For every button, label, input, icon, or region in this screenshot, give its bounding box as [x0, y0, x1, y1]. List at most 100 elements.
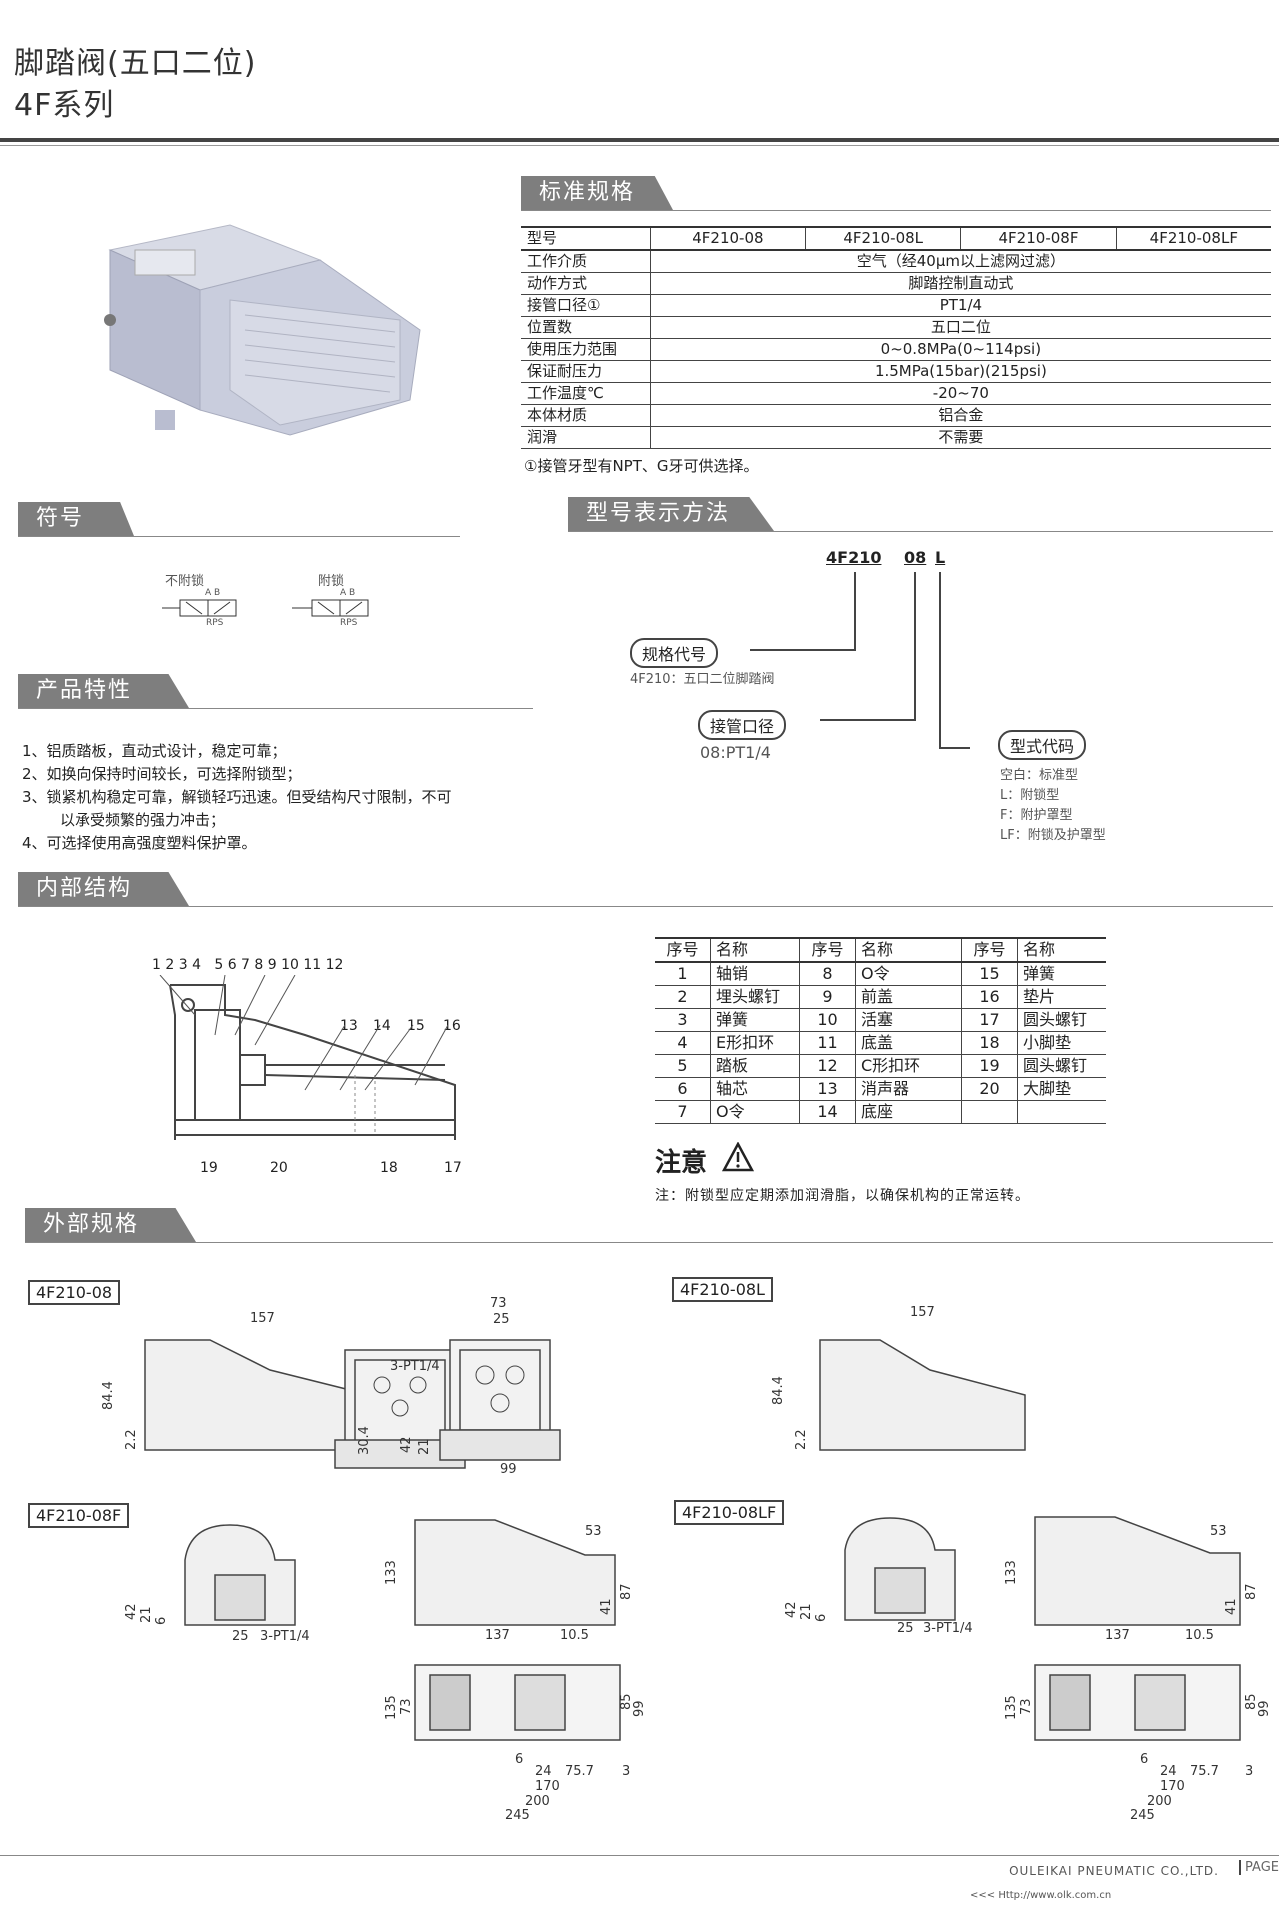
symbol-no-lock-label: 不附锁: [165, 574, 205, 589]
internal-callouts-top: 1 2 3 4 5 6 7 8 9 10 11 12: [152, 957, 344, 973]
spec-code-desc: 4F210：五口二位脚踏阀: [630, 672, 775, 687]
page-subtitle: 4F系列: [14, 88, 115, 123]
cell: 弹簧: [1017, 962, 1106, 986]
spec-row-label: 工作介质: [521, 250, 651, 273]
product-photo: [104, 224, 421, 436]
model-code-lines: [750, 572, 970, 749]
cell: 2: [655, 985, 711, 1009]
type-desc-item: F：附护罩型: [1000, 808, 1073, 823]
dim-08F-6: 6: [154, 1617, 169, 1625]
cell: 消声器: [855, 1077, 962, 1101]
callout-17: 17: [444, 1160, 462, 1176]
feature-item: 3、锁紧机构稳定可靠，解锁轻巧迅速。但受结构尺寸限制，不可: [22, 788, 452, 806]
cell: 圆头螺钉: [1017, 1054, 1106, 1078]
dim-08-84: 84.4: [101, 1381, 116, 1410]
cell: 底盖: [855, 1031, 962, 1055]
callout-16: 16: [443, 1018, 461, 1034]
cell: 轴芯: [710, 1077, 800, 1101]
dim-08LF-6b: 6: [1140, 1752, 1148, 1767]
dim-08LF-10: 10.5: [1185, 1628, 1214, 1643]
type-label: 型式代码: [998, 730, 1087, 760]
cell: 10: [799, 1008, 856, 1032]
dim-08LF-6: 6: [814, 1614, 829, 1622]
type-desc-item: 空白：标准型: [1000, 768, 1079, 783]
cell: 16: [961, 985, 1018, 1009]
dim-08-42: 42: [399, 1436, 414, 1453]
dim-08F-41: 41: [599, 1598, 614, 1615]
internal-structure-drawing: [159, 975, 456, 1140]
footer-page: PAGE: [1239, 1860, 1279, 1875]
drawing-4F210-08L: 157 84.4 2.2: [771, 1305, 1026, 1451]
dim-08-99: 99: [500, 1462, 517, 1475]
cell: 4: [655, 1031, 711, 1055]
parts-head-name: 名称: [1017, 937, 1106, 963]
cell: 17: [961, 1008, 1018, 1032]
cell: 20: [961, 1077, 1018, 1101]
dim-08F-135: 135: [385, 1695, 399, 1720]
parts-head-no: 序号: [655, 937, 711, 963]
drawing-4F210-08LF-views: 133 53 87 41 137 10.5 135 73 85 99 6 24 …: [1005, 1516, 1272, 1823]
dim-08LF-25: 25: [897, 1621, 914, 1636]
dim-08LF-53: 53: [1210, 1524, 1227, 1539]
header-rule: [0, 138, 1279, 142]
section-model-code-header: 型号表示方法: [568, 497, 774, 531]
spec-model-4: 4F210-08LF: [1116, 226, 1271, 251]
header-rule-thin: [0, 145, 1279, 146]
parts-head-no: 序号: [961, 937, 1018, 963]
dim-08F-10: 10.5: [560, 1628, 589, 1643]
dim-08F-133: 133: [385, 1560, 399, 1585]
callout-18: 18: [380, 1160, 398, 1176]
feature-item: 以承受频繁的强力冲击；: [60, 811, 226, 829]
dim-08LF-87: 87: [1244, 1583, 1259, 1600]
cell: 14: [799, 1100, 856, 1124]
valve-symbol-lock-icon: [292, 599, 369, 617]
footer-url[interactable]: <<< Http://www.olk.com.cn: [970, 1890, 1112, 1901]
dim-08F-21: 21: [139, 1606, 154, 1623]
callout-15: 15: [407, 1018, 425, 1034]
dim-08-pt: 3-PT1/4: [390, 1359, 440, 1374]
drawing-4F210-08F-views: 133 53 87 41 137 10.5 135 73 85 99 6 24 …: [385, 1519, 645, 1823]
cell: O令: [710, 1100, 800, 1124]
footer-company: OULEIKAI PNEUMATIC CO.,LTD.: [1009, 1864, 1219, 1878]
drawing-4F210-08-side: 73 25 3-PT1/4 42 21 99: [390, 1296, 561, 1475]
model-tag-08LF: 4F210-08LF: [674, 1500, 785, 1525]
dim-08F-6b: 6: [515, 1752, 523, 1767]
feature-item: 1、铝质踏板，直动式设计，稳定可靠；: [22, 742, 287, 760]
cell: 小脚垫: [1017, 1031, 1106, 1055]
dim-08F-99: 99: [632, 1700, 645, 1717]
model-tag-08: 4F210-08: [28, 1280, 121, 1305]
spec-header-label: 型号: [521, 226, 651, 251]
cell: 8: [799, 962, 856, 986]
dim-08LF-170: 170: [1160, 1779, 1185, 1794]
cell: O令: [855, 962, 962, 986]
feature-item: 2、如换向保持时间较长，可选择附锁型；: [22, 765, 302, 783]
cell: 轴销: [710, 962, 800, 986]
model-part-series: 4F210: [826, 548, 882, 567]
features-list: 1、铝质踏板，直动式设计，稳定可靠； 2、如换向保持时间较长，可选择附锁型； 3…: [22, 740, 562, 855]
dim-08-25: 25: [493, 1312, 510, 1327]
model-tag-08F: 4F210-08F: [28, 1503, 130, 1528]
dim-08LF-73: 73: [1019, 1698, 1034, 1715]
dim-08F-53: 53: [585, 1524, 602, 1539]
cell: 1: [655, 962, 711, 986]
dim-08LF-pt: 3-PT1/4: [923, 1621, 973, 1636]
spec-row-value: -20~70: [650, 382, 1271, 405]
cell: 5: [655, 1054, 711, 1078]
drawing-4F210-08LF-front: 42 21 6 25 3-PT1/4: [784, 1517, 973, 1636]
dim-08F-170: 170: [535, 1779, 560, 1794]
feature-item: 4、可选择使用高强度塑料保护罩。: [22, 834, 257, 852]
dim-08F-42: 42: [124, 1603, 139, 1620]
spec-row-value: 五口二位: [650, 316, 1271, 339]
spec-row: 动作方式脚踏控制直动式: [521, 272, 1271, 295]
cell: 19: [961, 1054, 1018, 1078]
dim-08F-87: 87: [619, 1583, 634, 1600]
cell: 前盖: [855, 985, 962, 1009]
model-tag-08L: 4F210-08L: [672, 1277, 773, 1302]
symbol-ports-bottom-2: RPS: [340, 618, 358, 628]
